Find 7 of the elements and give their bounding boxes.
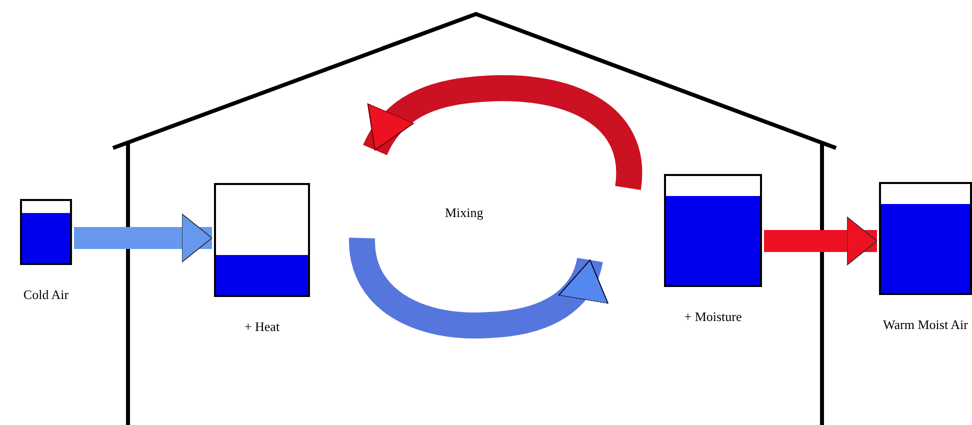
node-label: + Moisture <box>683 309 743 325</box>
arrow <box>74 214 212 262</box>
node-label: Warm Moist Air <box>882 317 969 333</box>
arrow <box>764 216 878 266</box>
node-label: + Heat <box>243 319 281 335</box>
process-label: Mixing <box>445 205 484 221</box>
node-label: Cold Air <box>22 287 70 303</box>
